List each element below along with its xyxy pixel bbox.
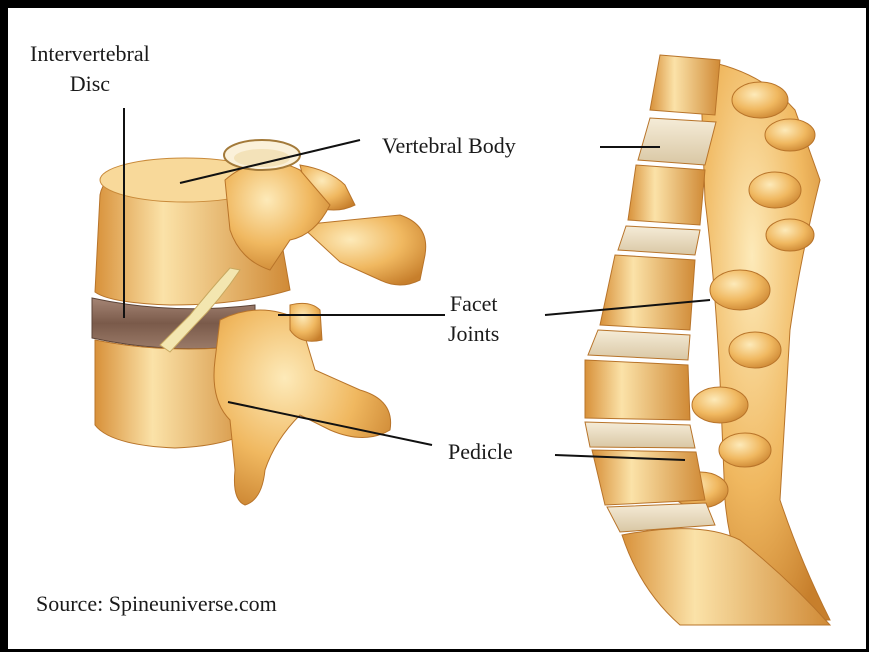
label-intervertebral-disc-line1: Intervertebral (30, 42, 150, 66)
label-facet-joints-line1: Facet (448, 292, 499, 316)
label-facet-joints: Facet Joints (448, 292, 499, 346)
label-pedicle: Pedicle (448, 440, 513, 464)
vertebrae-closeup (92, 140, 426, 505)
spine-column (585, 55, 830, 625)
source-credit: Source: Spineuniverse.com (36, 592, 277, 616)
label-vertebral-body: Vertebral Body (382, 134, 516, 158)
label-intervertebral-disc-line2: Disc (30, 72, 150, 96)
label-facet-joints-line2: Joints (448, 322, 499, 346)
label-intervertebral-disc: Intervertebral Disc (30, 42, 150, 96)
